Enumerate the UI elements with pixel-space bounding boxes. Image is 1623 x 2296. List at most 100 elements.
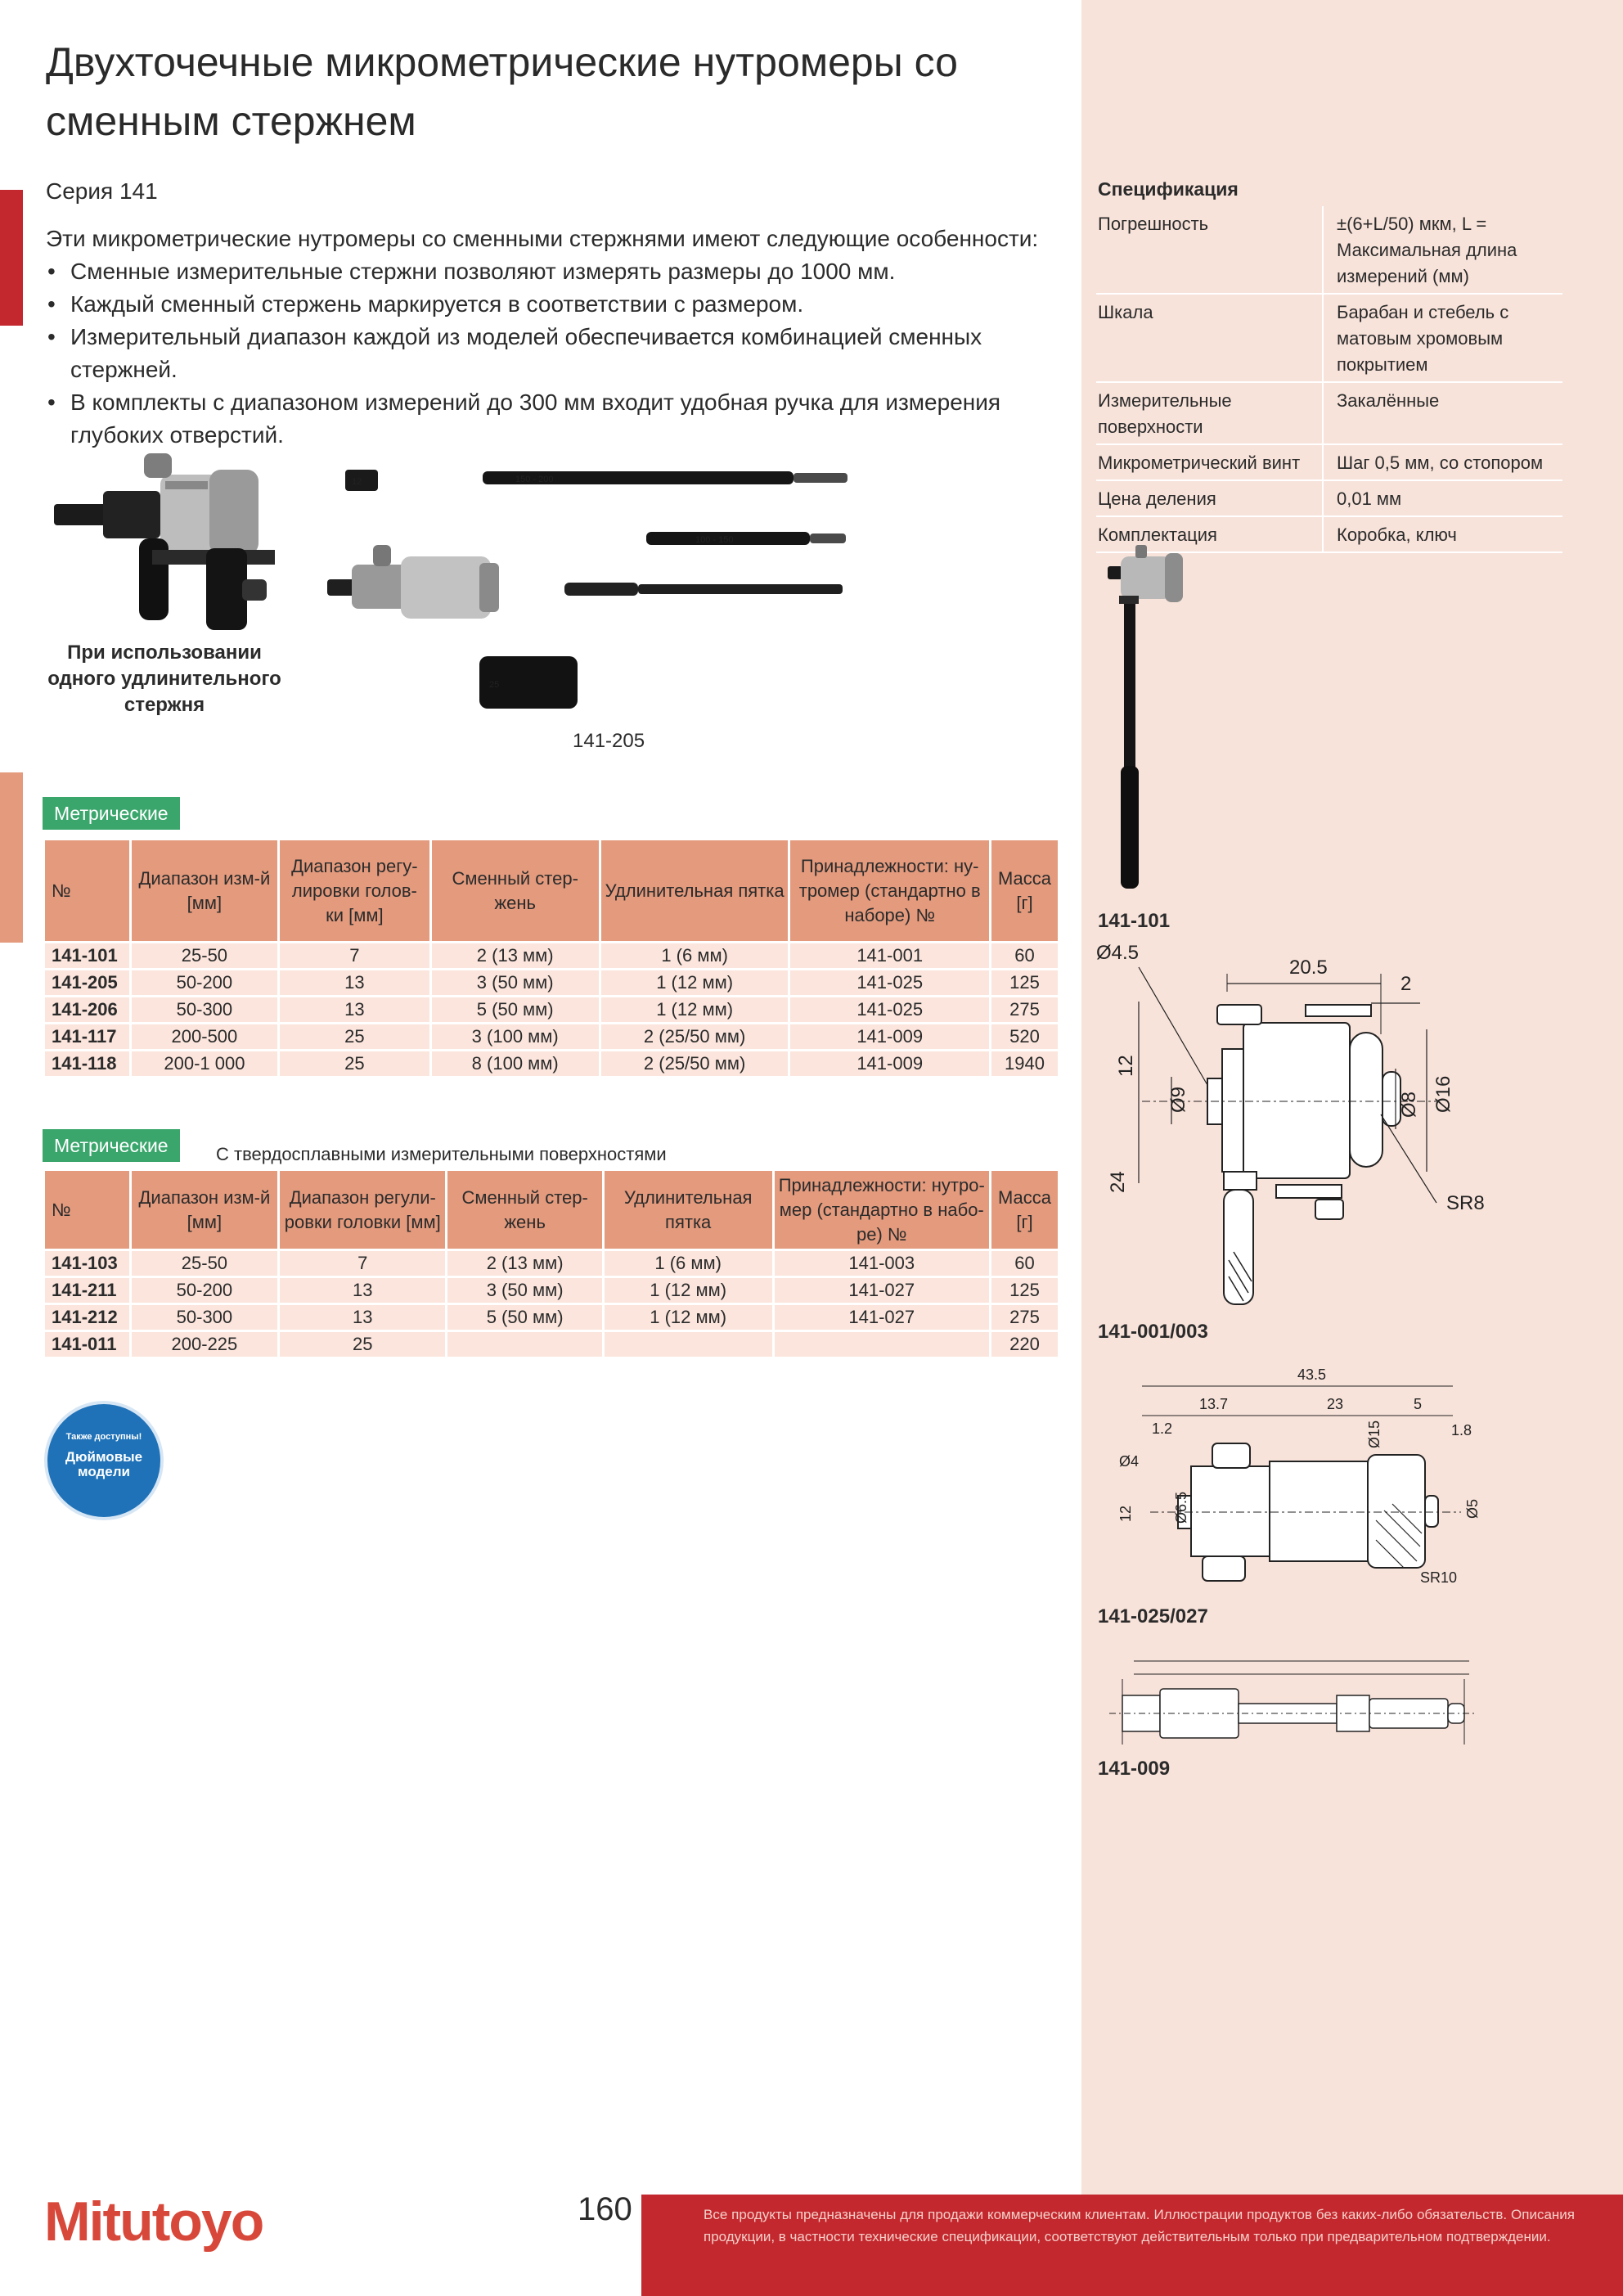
table-cell: 7 xyxy=(277,1249,448,1278)
table-cell: 141-003 xyxy=(771,1249,992,1278)
col-header: Удлинительная пятка xyxy=(601,1168,775,1251)
drawing-caption: 141-001/003 xyxy=(1098,1321,1208,1343)
col-header: Диапазон изм-й [мм] xyxy=(128,1168,281,1251)
table-cell: 2 (13 мм) xyxy=(445,1249,605,1278)
col-header: Масса [г] xyxy=(989,1168,1060,1251)
spec-table: Погрешность±(6+L/50) мкм, L = Максимальн… xyxy=(1096,206,1562,553)
table-cell: 2 (25/50 мм) xyxy=(598,1022,791,1051)
dimension-label: Ø5 xyxy=(1464,1499,1481,1519)
table-cell: 1 (6 мм) xyxy=(601,1249,775,1278)
table-cell: 7 xyxy=(277,941,432,970)
table-header-row: № Диапазон изм-й [мм] Диапазон регу-лиро… xyxy=(43,838,1060,943)
col-header: Удлинительная пятка xyxy=(598,838,791,943)
table-cell: 141-211 xyxy=(43,1276,132,1305)
dimension-label: Ø16 xyxy=(1432,1076,1454,1113)
col-header: Диапазон регу-лировки голов-ки [мм] xyxy=(277,838,432,943)
intro-block: Эти микрометрические нутромеры со сменны… xyxy=(46,223,1068,452)
rod-label: 100 - 150 xyxy=(695,535,733,545)
feature-item: Сменные измерительные стержни позволяют … xyxy=(46,255,1068,288)
table-cell: 141-117 xyxy=(43,1022,132,1051)
table-row: 141-117 200-500 25 3 (100 мм) 2 (25/50 м… xyxy=(43,1022,1060,1051)
spec-value: Закалённые xyxy=(1323,382,1562,445)
table-cell: 2 (25/50 мм) xyxy=(598,1049,791,1078)
rod-label: 12 xyxy=(352,477,362,487)
rod-label: 150 - 200 xyxy=(515,475,553,484)
product-photo-single-rod xyxy=(54,453,275,630)
table-cell: 25 xyxy=(277,1049,432,1078)
spec-title: Спецификация xyxy=(1098,178,1239,200)
table-cell xyxy=(601,1330,775,1359)
table-cell: 5 (50 мм) xyxy=(445,1303,605,1332)
col-header: Диапазон регули-ровки головки [мм] xyxy=(277,1168,448,1251)
table-cell: 141-205 xyxy=(43,968,132,997)
technical-drawing-141-001: 20.5 2 Ø4.5 12 Ø9 24 Ø16 Ø8 SR8 xyxy=(1096,942,1485,1305)
table-row: 141-211 50-200 13 3 (50 мм) 1 (12 мм) 14… xyxy=(43,1276,1060,1305)
table-cell: 141-001 xyxy=(788,941,991,970)
table2-note: С твердосплавными измерительными поверхн… xyxy=(216,1144,667,1164)
table-cell: 141-027 xyxy=(771,1276,992,1305)
product-photo-141-101 xyxy=(1108,545,1183,889)
page-number: 160 xyxy=(578,2191,632,2227)
table-cell: 8 (100 мм) xyxy=(429,1049,601,1078)
feature-item: Измерительный диапазон каждой из моделей… xyxy=(46,321,1068,386)
section-edge-tab-secondary xyxy=(0,772,23,943)
table-cell xyxy=(771,1330,992,1359)
models-table: № Диапазон изм-й [мм] Диапазон регу-лиро… xyxy=(43,838,1060,1078)
technical-drawing-141-025: 43.5 13.7 23 5 1.2 1.8 Ø15 Ø4 12 Ø6.5 Ø5… xyxy=(1117,1366,1481,1586)
spec-key: Шкала xyxy=(1096,294,1324,383)
spec-key: Микрометрический винт xyxy=(1096,444,1324,481)
table-row: 141-118 200-1 000 25 8 (100 мм) 2 (25/50… xyxy=(43,1049,1060,1078)
dimension-label: Ø9 xyxy=(1167,1087,1189,1113)
table-cell: 275 xyxy=(989,1303,1060,1332)
table-cell: 141-011 xyxy=(43,1330,132,1359)
dimension-label: 13.7 xyxy=(1199,1396,1228,1412)
spec-key: Комплектация xyxy=(1096,516,1324,553)
table-cell: 141-009 xyxy=(788,1022,991,1051)
intro-lead: Эти микрометрические нутромеры со сменны… xyxy=(46,226,1039,251)
dimension-label: 1.2 xyxy=(1152,1420,1172,1437)
spec-row: Погрешность±(6+L/50) мкм, L = Максимальн… xyxy=(1096,206,1562,295)
mitutoyo-logo: Mitutoyo xyxy=(44,2190,264,2253)
table-cell: 3 (100 мм) xyxy=(429,1022,601,1051)
table-cell: 200-1 000 xyxy=(128,1049,281,1078)
table-cell: 60 xyxy=(989,941,1060,970)
dimension-label: 12 xyxy=(1117,1506,1134,1522)
table-cell: 141-103 xyxy=(43,1249,132,1278)
drawing-caption: 141-101 xyxy=(1098,910,1171,932)
spec-value: Коробка, ключ xyxy=(1323,516,1562,553)
product-photo-set: 12 150 - 200 100 - 150 25 xyxy=(327,470,847,709)
table-cell: 50-200 xyxy=(128,1276,281,1305)
dimension-label: Ø15 xyxy=(1366,1420,1382,1448)
col-header: Принадлежности: ну-тромер (стандартно в … xyxy=(788,838,991,943)
table-cell: 220 xyxy=(989,1330,1060,1359)
table-cell: 141-027 xyxy=(771,1303,992,1332)
table-cell: 1 (12 мм) xyxy=(598,995,791,1024)
rod-label: 25 xyxy=(489,680,499,690)
dimension-label: Ø6.5 xyxy=(1173,1492,1189,1524)
table-cell: 25 xyxy=(277,1022,432,1051)
table-cell: 141-025 xyxy=(788,968,991,997)
table-cell: 141-118 xyxy=(43,1049,132,1078)
table-cell: 1 (12 мм) xyxy=(598,968,791,997)
footer-bar xyxy=(641,2195,1623,2296)
col-header: Диапазон изм-й [мм] xyxy=(128,838,281,943)
col-header: Сменный стер-жень xyxy=(429,838,601,943)
table-cell: 25 xyxy=(277,1330,448,1359)
table-cell: 1 (6 мм) xyxy=(598,941,791,970)
table-cell: 200-500 xyxy=(128,1022,281,1051)
table-cell: 200-225 xyxy=(128,1330,281,1359)
page-title: Двухточечные микрометрические нутромеры … xyxy=(46,39,958,144)
footer-disclaimer: Все продукты предназначены для продажи к… xyxy=(704,2207,1575,2244)
spec-key: Цена деления xyxy=(1096,480,1324,517)
feature-item: В комплекты с диапазоном измерений до 30… xyxy=(46,386,1068,452)
dimension-label: 1.8 xyxy=(1451,1422,1472,1438)
col-header: Масса [г] xyxy=(989,838,1060,943)
table-cell: 141-009 xyxy=(788,1049,991,1078)
dimension-label: 24 xyxy=(1107,1171,1129,1193)
table-cell: 141-101 xyxy=(43,941,132,970)
table-cell: 3 (50 мм) xyxy=(429,968,601,997)
